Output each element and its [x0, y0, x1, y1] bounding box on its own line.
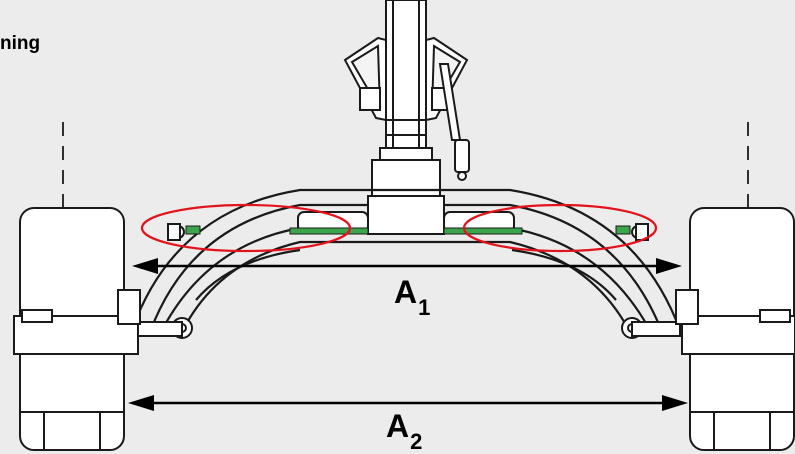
dimension-subscript-a1: 1	[418, 295, 431, 320]
dimension-letter-a2: A	[386, 408, 410, 444]
pivot-joints	[135, 317, 681, 339]
dimension-letter-a1: A	[394, 274, 418, 310]
hydraulic-cylinder	[438, 63, 470, 181]
left-wheel	[13, 207, 141, 451]
right-wheel	[675, 207, 795, 451]
left-highlight-ellipse	[140, 203, 352, 253]
hose-fittings	[167, 223, 649, 241]
dimension-label-a2: A2	[386, 408, 422, 453]
right-highlight-ellipse	[462, 203, 658, 253]
dimension-subscript-a2: 2	[410, 429, 423, 454]
dimension-arrow-a2	[128, 395, 688, 411]
heading-fragment: ning	[0, 33, 41, 54]
axle-frame	[130, 188, 682, 337]
dimension-label-a1: A1	[394, 274, 430, 319]
green-valves	[185, 225, 631, 235]
dimension-arrow-a1	[132, 258, 682, 274]
mast-assembly	[371, 0, 441, 199]
center-plate	[297, 195, 515, 235]
